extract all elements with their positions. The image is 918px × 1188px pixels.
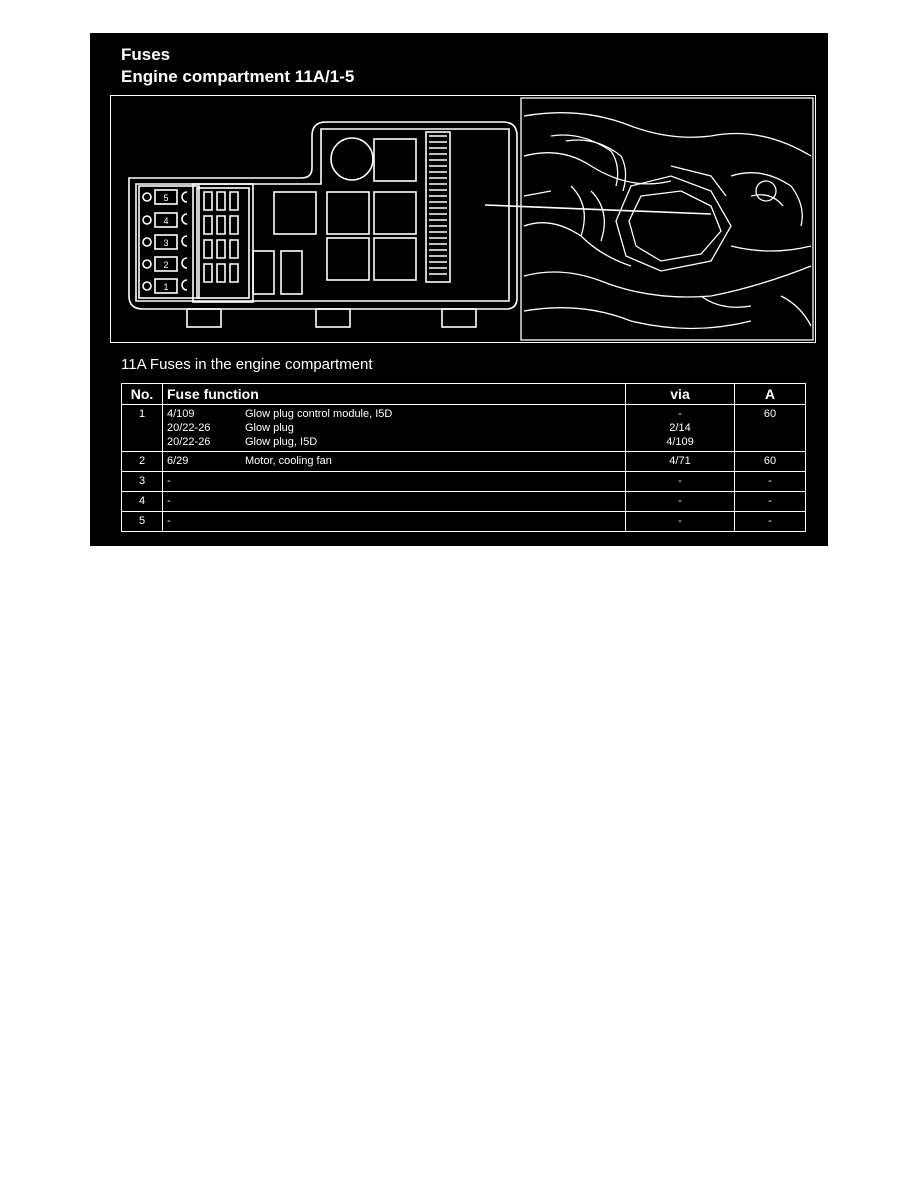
table-row: 2 6/29 Motor, cooling fan 4/71 60 (121, 451, 806, 472)
fuse-number-label: 1 (163, 282, 168, 292)
via-value: - (678, 408, 682, 420)
fuse-code: 20/22-26 (167, 436, 211, 448)
fuse-number-label: 3 (163, 238, 168, 248)
fuse-no: 2 (121, 451, 163, 472)
fuse-no: 5 (121, 511, 163, 532)
header-no: No. (121, 383, 163, 405)
header-fuse-function: Fuse function (162, 383, 626, 405)
table-header-row: No. Fuse function via A (121, 383, 806, 405)
fuse-function: - (162, 511, 626, 532)
fuse-function: - (162, 491, 626, 512)
pointer-line (484, 204, 712, 215)
fuse-function: - (162, 471, 626, 492)
fuse-via: - (625, 491, 735, 512)
fuse-box-diagram: 5 4 3 2 1 (128, 97, 814, 341)
fuse-amp: - (734, 491, 806, 512)
header-via: via (625, 383, 735, 405)
fuse-via: - 2/14 4/109 (625, 404, 735, 452)
diagram-frame: 5 4 3 2 1 (110, 95, 816, 343)
table-row: 3 - - - (121, 471, 806, 492)
table-row: 5 - - - (121, 511, 806, 532)
fuse-via: 4/71 (625, 451, 735, 472)
fuse-no: 1 (121, 404, 163, 452)
fuse-function: 6/29 Motor, cooling fan (162, 451, 626, 472)
fuse-amp: 60 (734, 404, 806, 452)
table-title: 11A Fuses in the engine compartment (121, 356, 373, 373)
fuse-desc: Glow plug control module, I5D (245, 408, 393, 420)
fuse-code: 4/109 (167, 408, 195, 420)
fuse-desc: Glow plug (245, 422, 294, 434)
fuse-desc: Motor, cooling fan (245, 455, 332, 467)
fuse-via: - (625, 471, 735, 492)
fuse-via: - (625, 511, 735, 532)
fuse-function: 4/109 Glow plug control module, I5D 20/22… (162, 404, 626, 452)
fuse-no: 4 (121, 491, 163, 512)
via-value: 2/14 (669, 422, 691, 434)
page-title: Fuses (121, 45, 171, 64)
fuse-amp: - (734, 471, 806, 492)
fuse-code: 6/29 (167, 455, 189, 467)
fuse-info-panel: Fuses Engine compartment 11A/1-5 (90, 33, 828, 546)
fuse-no: 3 (121, 471, 163, 492)
table-row: 4 - - - (121, 491, 806, 512)
fuse-number-label: 4 (163, 216, 168, 226)
fuse-number-label: 5 (163, 193, 168, 203)
via-value: 4/109 (666, 436, 694, 448)
fuse-code: 20/22-26 (167, 422, 211, 434)
fuse-desc: Glow plug, I5D (245, 436, 318, 448)
engine-bay-illustration (520, 97, 814, 341)
fuse-amp: 60 (734, 451, 806, 472)
fuse-box-drawing (128, 121, 518, 328)
table-row: 1 4/109 Glow plug control module, I5D 20/… (121, 404, 806, 452)
fuse-number-label: 2 (163, 260, 168, 270)
header-amp: A (734, 383, 806, 405)
page-subtitle: Engine compartment 11A/1-5 (121, 67, 355, 86)
fuse-amp: - (734, 511, 806, 532)
